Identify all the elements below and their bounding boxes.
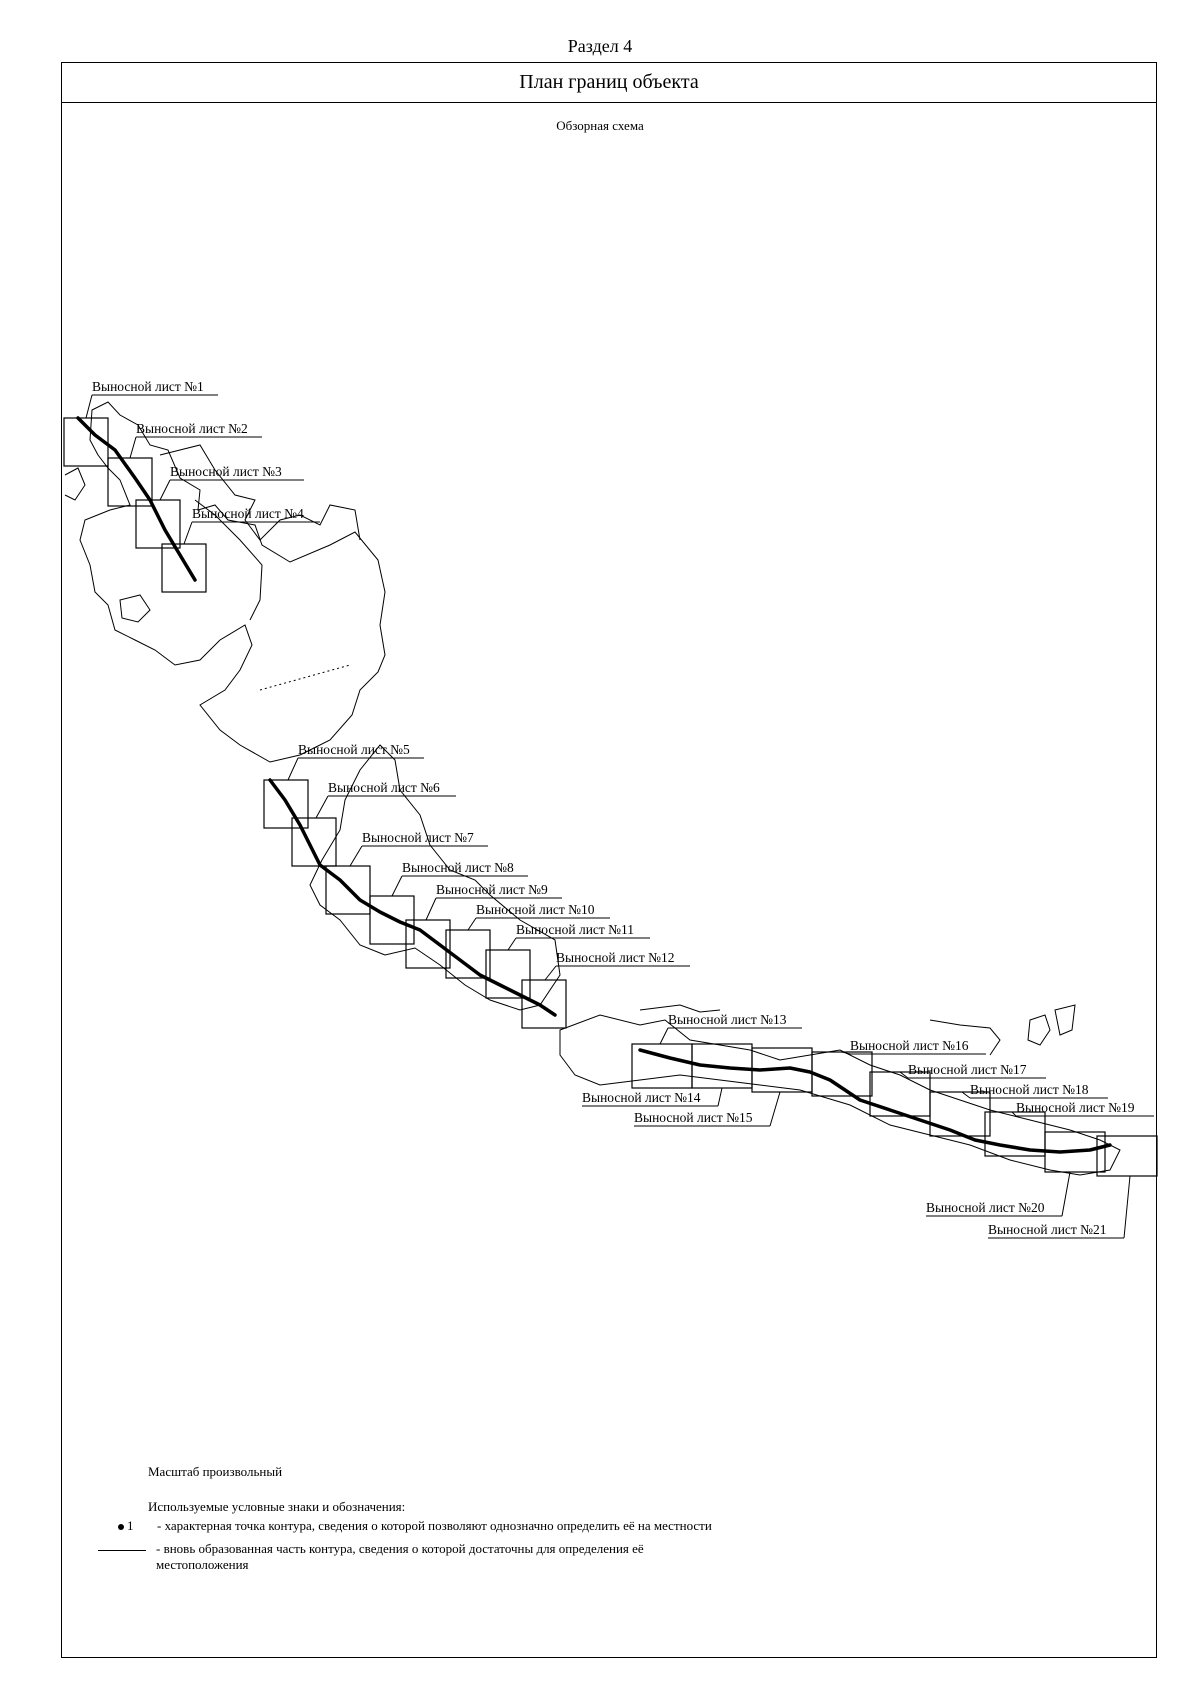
sheet-frame [1096,1135,1158,1177]
parcel-outline [64,467,86,501]
sheet-frame [869,1071,931,1117]
sheet-label-14: Выносной лист №14 [582,1090,701,1105]
sheet-label-18: Выносной лист №18 [970,1082,1089,1097]
plan-frame: План границ объекта [61,62,1157,1658]
dashed-boundary [259,664,351,691]
route-line [638,1048,1112,1154]
parcel-outline [119,594,151,623]
sheet-label-7: Выносной лист №7 [362,830,474,845]
sheet-label-3: Выносной лист №3 [170,464,282,479]
section-label: Раздел 4 [567,36,633,56]
route-line [268,778,557,1017]
route-line [76,416,197,582]
legend-line-row: - вновь образованная часть контура, свед… [98,1541,798,1573]
sheet-frame [405,919,451,969]
scale-note: Масштаб произвольный [148,1464,283,1479]
scheme-subtitle: Обзорная схема [556,118,644,133]
sheet-frame [135,499,181,549]
sheet-label-4: Выносной лист №4 [192,506,304,521]
sheet-label-16: Выносной лист №16 [850,1038,969,1053]
parcel-outline [159,444,361,541]
sheet-label-17: Выносной лист №17 [908,1062,1027,1077]
plan-title: План границ объекта [62,63,1156,103]
sheet-label-21: Выносной лист №21 [988,1222,1107,1237]
sheet-frame [161,543,207,593]
sheet-frame [107,457,153,507]
parcel-outline [79,401,386,763]
point-marker-icon [118,1524,124,1531]
parcel-outline [639,1004,721,1013]
legend-point-row: 1 - характерная точка контура, сведения о… [118,1518,1018,1534]
line-sample-icon [98,1549,146,1551]
legend-line-text: - вновь образованная часть контура, свед… [156,1541,644,1572]
object-route [76,416,1112,1154]
parcel-outline [1027,1014,1051,1046]
sheet-label-20: Выносной лист №20 [926,1200,1045,1215]
sheet-label-2: Выносной лист №2 [136,421,248,436]
legend-point-number: 1 [127,1518,134,1533]
legend-title: Используемые условные знаки и обозначени… [148,1499,406,1514]
sheet-frame [291,817,337,867]
sheet-label-8: Выносной лист №8 [402,860,514,875]
sheet-frame [521,979,567,1029]
parcel-outline [1054,1004,1076,1036]
sheet-labels: Выносной лист №1 Выносной лист №2 Выносн… [92,379,1135,1237]
parcel-outline [309,744,561,1011]
sheet-label-19: Выносной лист №19 [1016,1100,1135,1115]
sheet-frame [325,865,371,915]
sheet-label-10: Выносной лист №10 [476,902,595,917]
sheet-frame [1044,1131,1106,1173]
sheet-label-9: Выносной лист №9 [436,882,548,897]
sheet-label-6: Выносной лист №6 [328,780,440,795]
sheet-label-12: Выносной лист №12 [556,950,675,965]
sheet-frame [929,1091,991,1137]
sheet-label-1: Выносной лист №1 [92,379,204,394]
sheet-label-13: Выносной лист №13 [668,1012,787,1027]
sheet-leader-lines [85,394,1154,1239]
sheet-label-5: Выносной лист №5 [298,742,410,757]
legend-point-text: - характерная точка контура, сведения о … [157,1518,712,1533]
sheet-frame [263,779,309,829]
parcel-outline [929,1019,1001,1056]
parcel-outline [194,499,263,621]
sheet-label-11: Выносной лист №11 [516,922,634,937]
sheet-label-15: Выносной лист №15 [634,1110,753,1125]
